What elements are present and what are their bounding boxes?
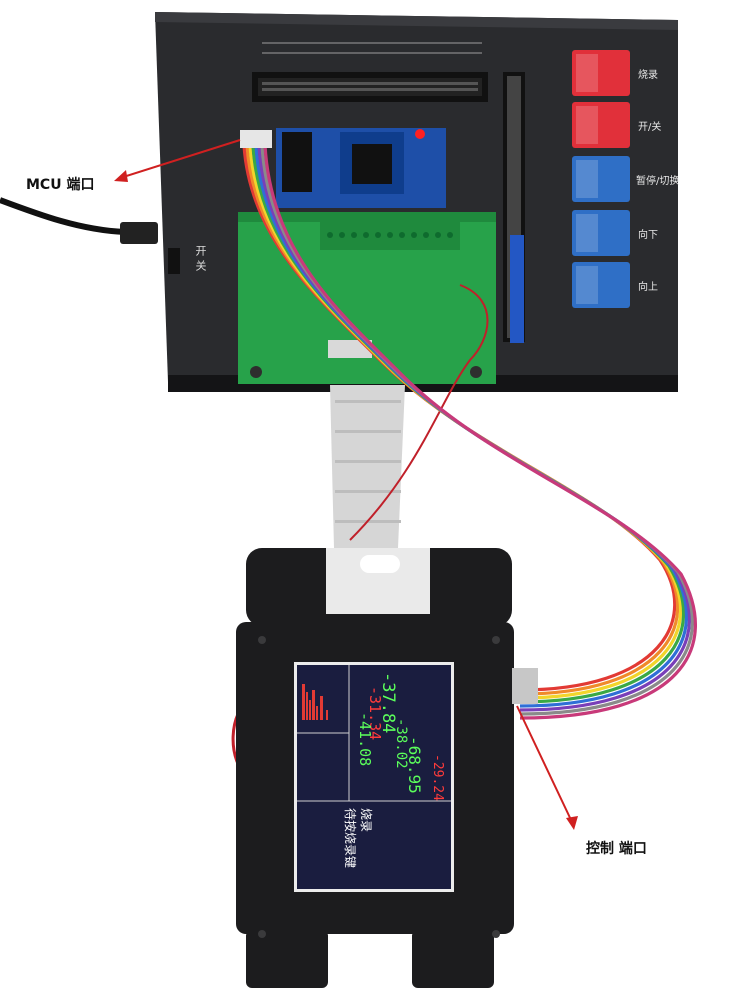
button-down-label: 向下 xyxy=(638,230,658,241)
lcd-status-wait: 待按烧录键 xyxy=(343,808,357,869)
power-switch-label: 开关 xyxy=(194,245,207,275)
button-power-label: 开/关 xyxy=(638,122,662,133)
blue-pot-strip xyxy=(510,235,524,343)
mcu-ribbon-connector xyxy=(240,130,272,148)
button-up-label: 向上 xyxy=(638,282,658,293)
power-cable xyxy=(0,197,126,235)
ffc-cable xyxy=(330,385,405,548)
lcd-status-burn: 烧录 xyxy=(359,808,373,833)
control-port-callout: 控制 端口 xyxy=(586,841,647,857)
lcd-reading-5: -68.95 xyxy=(405,736,424,794)
button-column xyxy=(572,50,630,308)
mcu-arrow xyxy=(119,139,241,179)
rainbow-ribbon-cable xyxy=(242,144,697,720)
power-plug xyxy=(120,222,158,244)
lcd-reading-6: -29.24 xyxy=(430,754,445,801)
lcd-reading-4: -41.08 xyxy=(356,712,374,767)
power-switch xyxy=(168,248,180,274)
control-arrow xyxy=(516,705,573,823)
control-port-connector xyxy=(512,668,538,704)
ffc-connector xyxy=(328,340,372,358)
button-pause-switch-label: 暂停/切换 xyxy=(636,176,680,187)
mcu-port-callout: MCU 端口 xyxy=(26,177,95,193)
button-burn-label: 烧录 xyxy=(638,70,658,81)
